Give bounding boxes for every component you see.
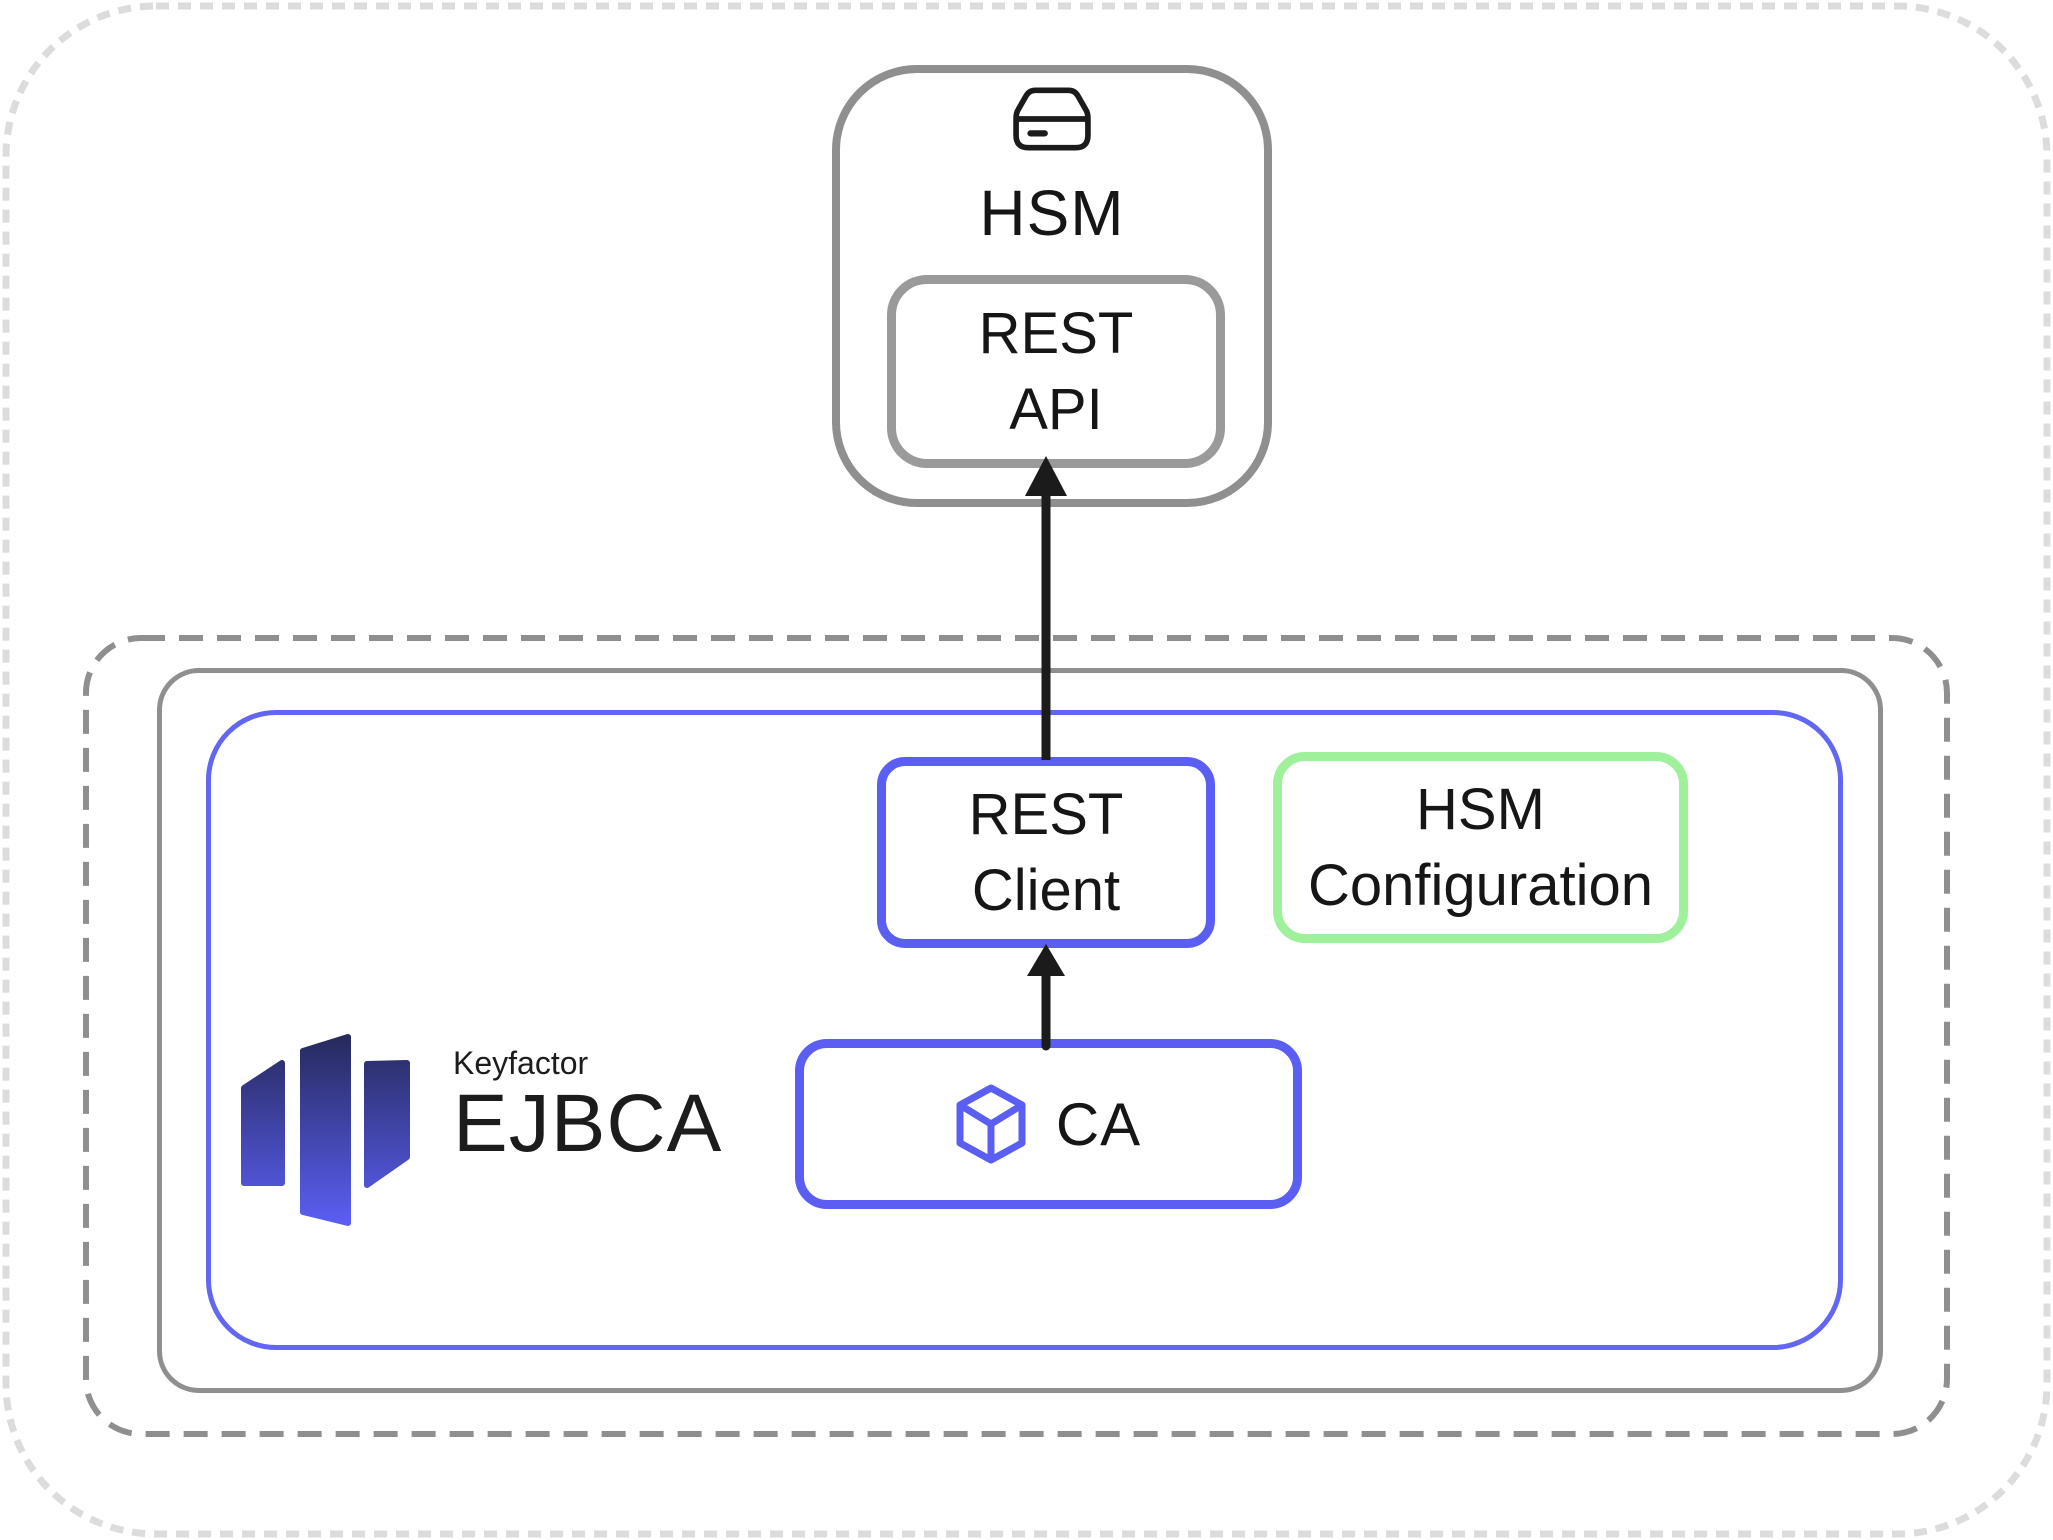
- hsm-configuration-box: HSM Configuration: [1273, 752, 1688, 943]
- hsm-configuration-line1: HSM: [1416, 776, 1545, 842]
- hsm-rest-api-box: REST API: [887, 275, 1225, 468]
- hsm-configuration-label: HSM Configuration: [1308, 772, 1653, 924]
- logo-bar-right: [364, 1060, 410, 1188]
- rest-client-label: REST Client: [969, 777, 1124, 929]
- rest-client-box: REST Client: [877, 757, 1215, 948]
- logo-bar-middle: [300, 1034, 351, 1226]
- hard-drive-icon: [1013, 87, 1091, 151]
- hsm-rest-api-line2: API: [1009, 376, 1103, 442]
- logo-text: Keyfactor EJBCA: [453, 1044, 722, 1166]
- hsm-title: HSM: [979, 177, 1125, 249]
- rest-client-line1: REST: [968, 781, 1124, 847]
- keyfactor-bars-icon: [241, 1034, 410, 1226]
- hsm-box: HSM REST API: [832, 65, 1272, 507]
- hsm-configuration-line2: Configuration: [1308, 852, 1653, 918]
- logo-brand: Keyfactor: [453, 1045, 589, 1081]
- logo-product: EJBCA: [453, 1078, 723, 1169]
- hsm-rest-api-line1: REST: [978, 300, 1134, 366]
- hsm-rest-api-label: REST API: [979, 296, 1134, 448]
- logo-bar-left: [241, 1060, 285, 1186]
- keyfactor-ejbca-logo: Keyfactor EJBCA: [241, 1020, 721, 1290]
- ca-box: CA: [795, 1039, 1302, 1209]
- ca-label: CA: [1055, 1090, 1142, 1158]
- rest-client-line2: Client: [971, 857, 1121, 923]
- package-cube-icon: [956, 1084, 1026, 1164]
